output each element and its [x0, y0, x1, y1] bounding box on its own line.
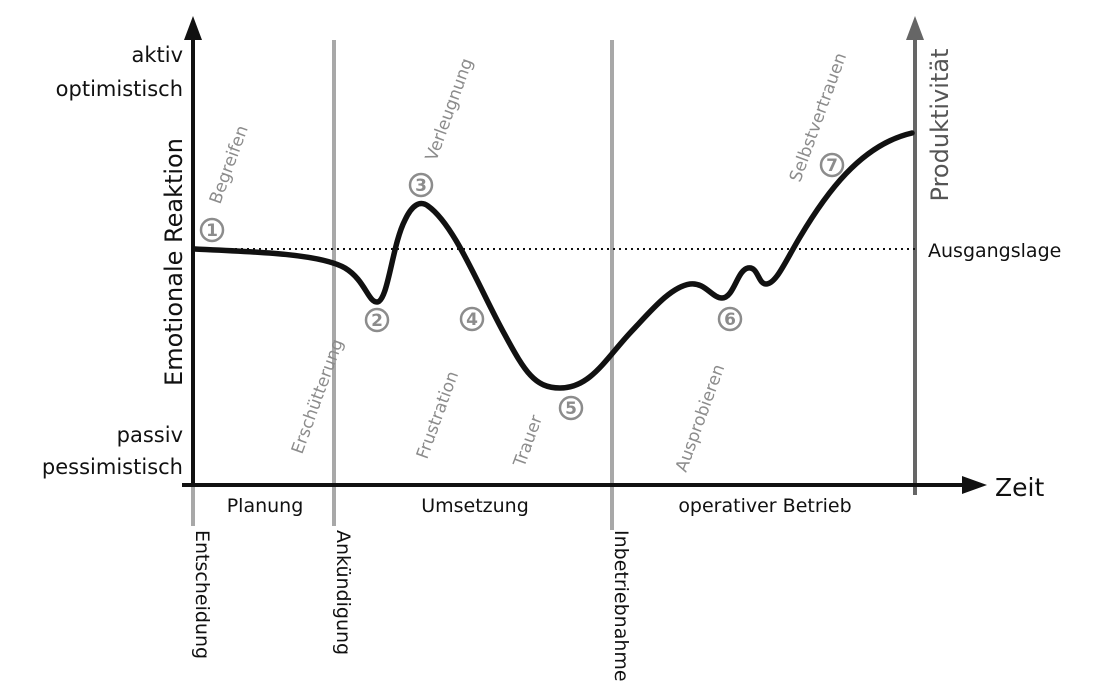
stage-7-number: 7: [826, 156, 838, 176]
emotion-curve: [192, 130, 915, 391]
stage-6-number: 6: [724, 310, 736, 330]
stage-3-label: Verleugnung: [422, 56, 478, 164]
milestone-inbetriebnahme: Inbetriebnahme: [610, 530, 632, 682]
stage-5-number: 5: [565, 399, 577, 419]
y-axis-arrow: [184, 16, 202, 40]
productivity-label: Produktivität: [926, 49, 954, 202]
milestone-ankuendigung: Ankündigung: [332, 530, 354, 655]
stage-2-label: Erschütterung: [288, 337, 348, 457]
stage-3-number: 3: [415, 176, 427, 196]
y-bottom-label-2: pessimistisch: [42, 455, 183, 479]
phase-umsetzung: Umsetzung: [421, 495, 529, 517]
stage-1: 1 Begreifen: [199, 123, 253, 243]
baseline-label: Ausgangslage: [928, 240, 1061, 262]
y-top-label-2: optimistisch: [56, 77, 183, 101]
productivity-axis-arrow: [906, 16, 924, 40]
x-axis-arrow: [962, 476, 987, 494]
x-axis-label: Zeit: [995, 473, 1044, 502]
phase-planung: Planung: [227, 495, 304, 517]
y-top-label-1: aktiv: [131, 43, 183, 67]
stage-4: 4 Frustration: [413, 306, 485, 462]
stage-4-label: Frustration: [413, 369, 463, 462]
stage-6: 6 Ausprobieren: [672, 306, 743, 475]
stage-1-number: 1: [206, 221, 218, 241]
stage-6-label: Ausprobieren: [672, 362, 729, 475]
milestone-entscheidung: Entscheidung: [191, 530, 213, 659]
stage-5-label: Trauer: [510, 413, 547, 471]
stage-2-number: 2: [371, 311, 383, 331]
phase-operativer-betrieb: operativer Betrieb: [678, 495, 851, 517]
stage-5: 5 Trauer: [510, 395, 584, 471]
y-bottom-label-1: passiv: [117, 423, 183, 447]
stage-3: 3 Verleugnung: [408, 56, 478, 198]
stage-4-number: 4: [466, 310, 478, 330]
stage-7-label: Selbstvertrauen: [786, 50, 851, 185]
y-axis-label: Emotionale Reaktion: [160, 138, 188, 386]
stage-2: 2 Erschütterung: [288, 307, 390, 457]
stage-1-label: Begreifen: [206, 123, 253, 207]
stage-7: 7 Selbstvertrauen: [786, 50, 851, 185]
